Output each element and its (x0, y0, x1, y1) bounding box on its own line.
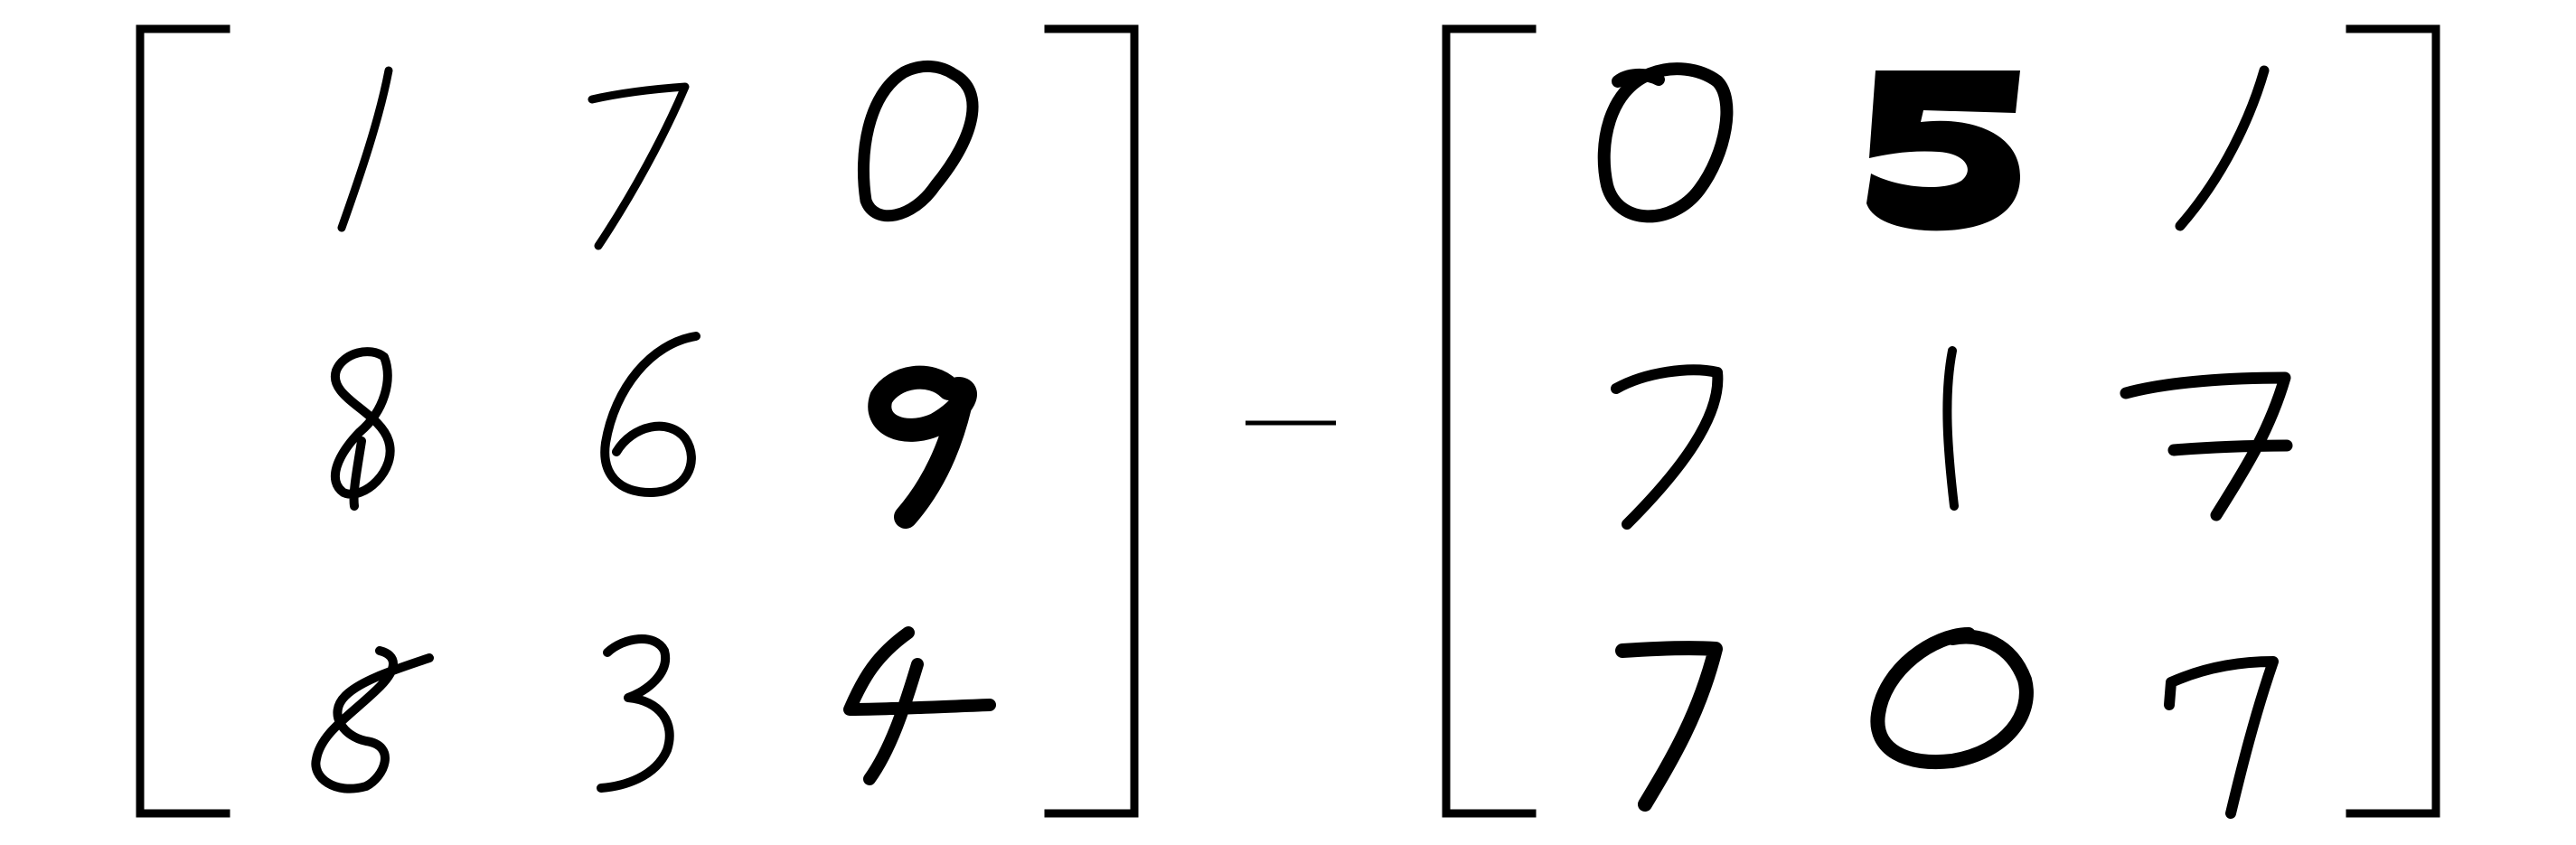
left-matrix-open-bracket (136, 24, 230, 818)
left-digit-r1c3 (857, 61, 979, 222)
right-digit-r2c3 (2120, 371, 2293, 521)
right-matrix (1442, 24, 2440, 819)
left-digit-r2c1 (330, 347, 395, 511)
right-digit-r3c3 (2164, 656, 2279, 819)
right-digit-r1c3 (2175, 65, 2270, 231)
left-matrix-close-bracket (1044, 24, 1139, 818)
right-digit-r1c2 (1866, 70, 2020, 231)
right-digit-r3c2 (1870, 627, 2034, 770)
left-digit-r2c3 (868, 365, 977, 529)
left-matrix (136, 24, 1139, 818)
left-digit-r3c3 (843, 626, 996, 785)
right-digit-r3c1 (1615, 641, 1723, 812)
right-digit-r2c2 (1942, 346, 1959, 511)
left-digit-r1c2 (588, 82, 690, 250)
right-digit-r2c1 (1611, 364, 1724, 530)
left-digit-r3c2 (597, 634, 674, 793)
right-matrix-open-bracket (1442, 24, 1537, 818)
left-digit-r3c1 (311, 646, 434, 793)
right-matrix-close-bracket (2346, 24, 2440, 818)
left-digit-r1c1 (337, 66, 393, 232)
left-digit-r2c2 (600, 332, 700, 497)
right-digit-r1c1 (1597, 62, 1734, 223)
